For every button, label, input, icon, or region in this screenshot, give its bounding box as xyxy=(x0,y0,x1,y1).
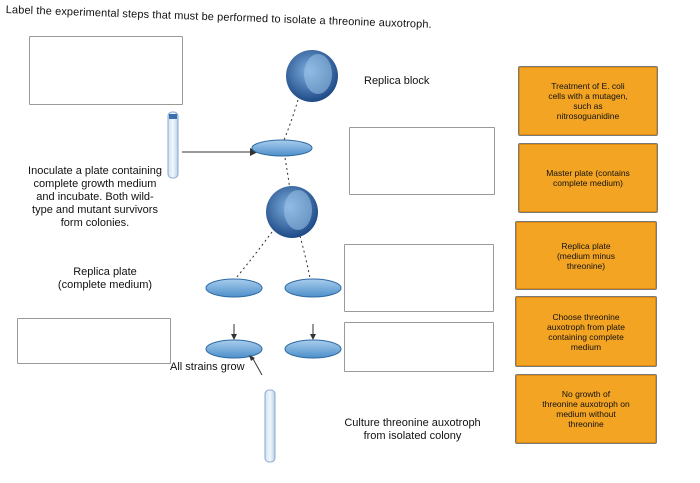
replica-plate-complete-label: Replica plate (complete medium) xyxy=(57,266,153,291)
incubated-plate-minus-threonine xyxy=(284,339,342,359)
replica-plate-minus-threonine xyxy=(284,278,342,298)
replica-block-2 xyxy=(266,186,318,238)
drop-target-1[interactable] xyxy=(29,36,183,105)
incubated-plate-complete xyxy=(205,339,263,359)
answer-card-mutagen[interactable]: Treatment of E. coli cells with a mutage… xyxy=(518,66,658,136)
answer-card-replica-minus-threonine[interactable]: Replica plate (medium minus threonine) xyxy=(515,221,657,290)
answer-card-no-growth[interactable]: No growth of threonine auxotroph on medi… xyxy=(515,374,657,444)
test-tube-culture xyxy=(264,389,276,463)
drop-target-2[interactable] xyxy=(349,127,495,195)
answer-card-choose-auxotroph[interactable]: Choose threonine auxotroph from plate co… xyxy=(515,296,657,367)
culture-label: Culture threonine auxotroph from isolate… xyxy=(344,417,481,442)
replica-block-1 xyxy=(286,50,338,102)
all-strains-grow-label: All strains grow xyxy=(170,361,245,373)
replica-plate-complete xyxy=(205,278,263,298)
test-tube-mutagen xyxy=(167,111,179,179)
drop-target-3[interactable] xyxy=(344,244,494,312)
drop-target-4[interactable] xyxy=(17,318,171,364)
inoculate-label: Inoculate a plate containing complete gr… xyxy=(28,165,162,229)
answer-card-master-plate[interactable]: Master plate (contains complete medium) xyxy=(518,143,658,213)
master-plate xyxy=(251,139,313,157)
replica-block-label: Replica block xyxy=(364,75,430,87)
drop-target-5[interactable] xyxy=(344,322,494,372)
